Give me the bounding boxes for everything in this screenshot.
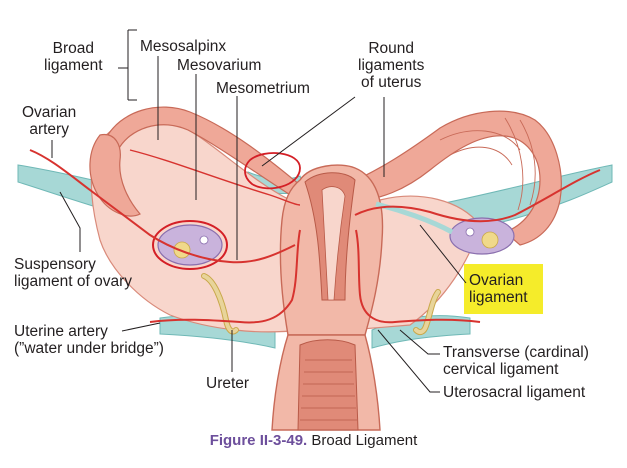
ovarian-artery-label-line1: Ovarian [22, 104, 77, 121]
left-ovary-annotation-circle [152, 220, 228, 270]
round-ligaments-label-line2: ligaments [358, 57, 425, 74]
right-uterine-tube [344, 110, 562, 246]
transverse-ligament-label-line1: Transverse (cardinal) [443, 344, 589, 361]
ovarian-ligament-highlight [464, 264, 543, 314]
ovarian-artery-label-line2: artery [29, 121, 69, 138]
figure-title: Broad Ligament [311, 432, 418, 449]
transverse-ligament-label-line2: cervical ligament [443, 361, 559, 378]
suspensory-ligament-label-line2: ligament of ovary [14, 273, 133, 290]
left-ovary-follicle-2 [199, 235, 209, 245]
round-ligaments-label-line1: Round [368, 40, 415, 57]
uterine-artery-leader [121, 322, 161, 332]
mesometrium-label: Mesometrium [216, 80, 310, 97]
right-ovary [449, 217, 515, 255]
right-uterine-artery [355, 229, 481, 324]
uterine-artery-label-line2: (”water under bridge”) [14, 340, 164, 357]
uterine-cavity [321, 186, 346, 301]
left-uterine-artery [149, 229, 301, 324]
ureters [201, 273, 441, 336]
left-tubal-branch [129, 149, 301, 206]
transverse-ligament-label: Transverse (cardinal) cervical ligament [443, 344, 589, 378]
ovarian-ligament-label: Ovarian ligament [469, 272, 528, 306]
ovarian-ligament-label-line1: Ovarian [469, 272, 524, 289]
mesovarium-label: Mesovarium [177, 57, 262, 74]
arteries [29, 149, 601, 324]
right-ovarian-artery [354, 169, 601, 223]
mesosalpinx-label: Mesosalpinx [140, 38, 227, 55]
round-ligaments-label: Round ligaments of uterus [358, 40, 424, 91]
vaginal-rugae [300, 359, 357, 421]
suspensory-ligament-label: Suspensory ligament of ovary [14, 256, 132, 290]
right-tube-folds [439, 117, 536, 211]
uterus [271, 164, 384, 431]
broad-ligament-bracket [118, 29, 137, 101]
left-fimbriae [89, 133, 141, 217]
ovarian-ligament-label-line2: ligament [469, 289, 528, 306]
vaginal-canal [297, 339, 359, 431]
right-ovary-follicle-2 [465, 227, 475, 237]
right-ovary-follicle [481, 231, 499, 249]
round-ligament-leader-left [261, 96, 356, 167]
ovaries [152, 201, 515, 270]
left-ovary [157, 224, 223, 266]
transverse-ligament-leader [399, 329, 440, 355]
ovarian-ligament-leader [419, 224, 467, 284]
suspensory-ligament-leader [59, 191, 81, 252]
ureter-label: Ureter [206, 375, 250, 392]
uterine-artery-label: Uterine artery (”water under bridge”) [14, 323, 164, 357]
figure-number: Figure II-3-49. [209, 432, 308, 449]
right-ureter-inner [414, 290, 440, 335]
broad-ligament-label-line1: Broad [52, 40, 94, 57]
round-ligaments-label-line3: of uterus [361, 74, 422, 91]
uterosacral-ligament-label: Uterosacral ligament [443, 384, 586, 401]
broad-ligament-label: Broad ligament [44, 40, 103, 74]
uterine-artery-label-line1: Uterine artery [14, 323, 108, 340]
suspensory-ligament-label-line1: Suspensory [14, 256, 96, 273]
left-ureter-inner [202, 274, 238, 334]
left-ovarian-artery [29, 149, 296, 264]
figure-caption: Figure II-3-49. Broad Ligament [0, 432, 627, 449]
ovarian-ligament-cord [375, 201, 454, 235]
leader-lines [51, 29, 467, 393]
right-tube-body [344, 110, 562, 246]
ovarian-artery-label: Ovarian artery [22, 104, 76, 138]
broad-ligament-label-line2: ligament [44, 57, 103, 74]
uterosacral-ligament-leader [377, 329, 440, 393]
